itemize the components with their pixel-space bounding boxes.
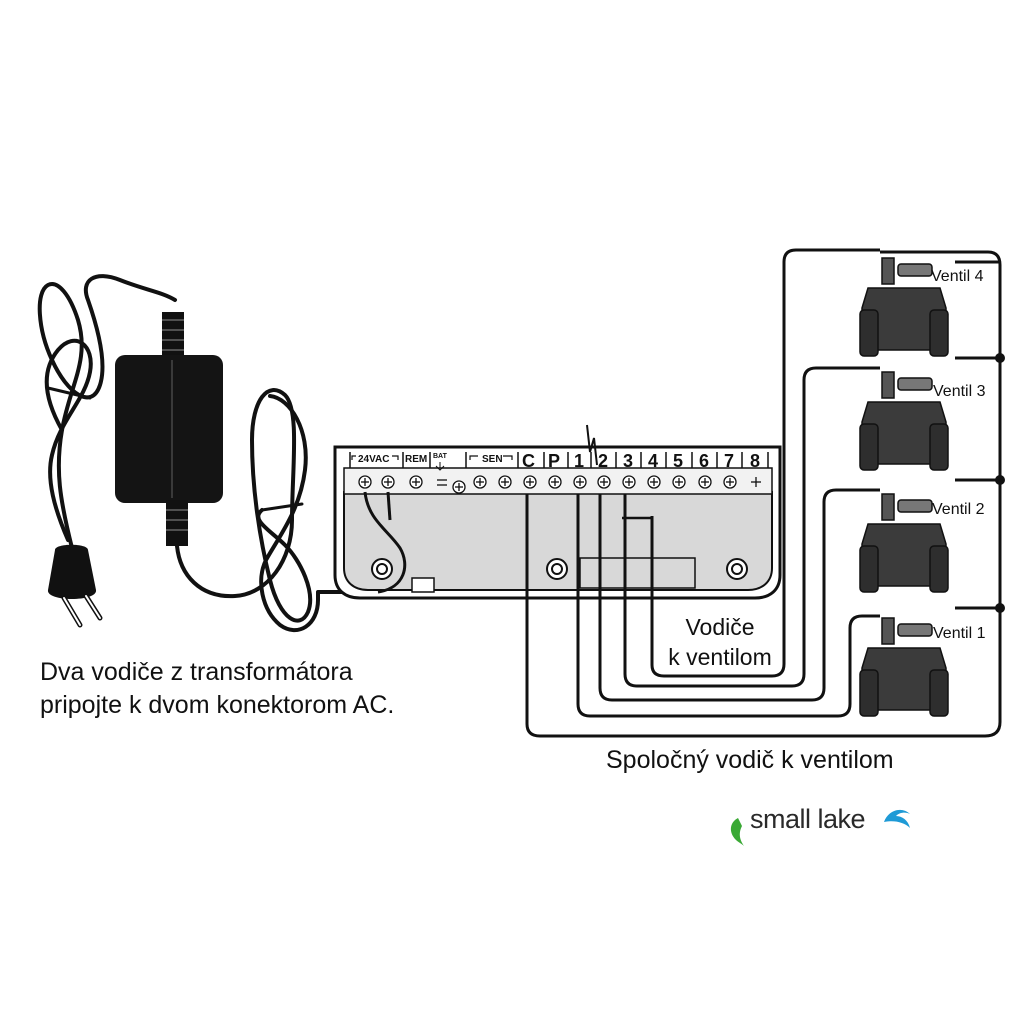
valve-1-label: Ventil 1 — [933, 625, 986, 642]
mounting-holes — [371, 558, 748, 580]
valve-wires-line-1: Vodiče — [685, 614, 755, 640]
transformer-strain-relief-top — [162, 312, 184, 358]
label-bat: BAT — [433, 453, 448, 460]
dolphin-icon — [884, 809, 910, 828]
power-plug — [47, 544, 103, 628]
screw-sen-2 — [498, 475, 512, 489]
screw-zone-6 — [698, 475, 712, 489]
zone-4-wire — [650, 248, 880, 678]
screw-zone-8 — [751, 477, 761, 487]
screw-zone-1 — [573, 475, 587, 489]
valve-1 — [859, 617, 949, 717]
valve-2 — [859, 493, 949, 593]
label-zone-2: 2 — [598, 451, 608, 471]
screw-zone-7 — [723, 475, 737, 489]
screw-p — [548, 475, 562, 489]
label-zone-4: 4 — [648, 451, 658, 471]
logo-text: small lake — [750, 804, 866, 834]
transformer — [115, 355, 223, 503]
small-lake-logo: small lake — [722, 800, 922, 850]
valve-wires-caption: Vodiče k ventilom — [664, 612, 776, 672]
transformer-instruction-line-2: pripojte k dvom konektorom AC. — [40, 691, 395, 719]
common-wire-caption: Spoločný vodič k ventilom — [606, 746, 894, 774]
screw-rem — [409, 475, 423, 489]
label-zone-7: 7 — [724, 451, 734, 471]
zone-2-wire — [598, 488, 880, 702]
screw-zone-5 — [672, 475, 686, 489]
screw-ac-1 — [358, 475, 372, 489]
screw-bat-plus — [452, 480, 466, 494]
valve-4-label: Ventil 4 — [931, 268, 984, 285]
screw-ac-2 — [381, 475, 395, 489]
zone-3-wire — [623, 366, 880, 688]
field-wires — [525, 248, 1002, 738]
label-zone-6: 6 — [699, 451, 709, 471]
common-junction-dots — [995, 353, 1005, 613]
screw-sen-1 — [473, 475, 487, 489]
label-zone-1: 1 — [574, 451, 584, 471]
label-zone-8: 8 — [750, 451, 760, 471]
fish-icon — [730, 818, 744, 846]
label-24vac: 24VAC — [358, 454, 390, 465]
label-zone-5: 5 — [673, 451, 683, 471]
power-cord — [37, 274, 177, 550]
terminal-screws — [358, 475, 761, 494]
valve-wires-line-2: k ventilom — [668, 644, 772, 670]
label-zone-3: 3 — [623, 451, 633, 471]
screw-c — [523, 475, 537, 489]
label-sen: SEN — [482, 454, 503, 465]
screw-zone-3 — [622, 475, 636, 489]
zone-1-wire — [576, 494, 880, 718]
controller: 24VAC REM BAT SEN C P 1 2 3 4 5 6 7 8 — [333, 424, 782, 600]
valve-3-label: Ventil 3 — [933, 383, 986, 400]
transformer-instruction: Dva vodiče z transformátora pripojte k d… — [40, 656, 394, 722]
screw-zone-2 — [597, 475, 611, 489]
low-voltage-cord — [175, 388, 347, 632]
valve-3 — [859, 371, 949, 471]
transformer-strain-relief-bottom — [166, 500, 188, 546]
label-rem: REM — [405, 454, 427, 465]
screw-bat-minus — [437, 479, 447, 486]
common-wire — [525, 250, 1002, 738]
screw-zone-4 — [647, 475, 661, 489]
valve-4 — [859, 257, 949, 357]
transformer-instruction-line-1: Dva vodiče z transformátora — [40, 658, 353, 686]
label-c: C — [522, 451, 535, 471]
label-p: P — [548, 451, 560, 471]
valve-2-label: Ventil 2 — [932, 501, 985, 518]
